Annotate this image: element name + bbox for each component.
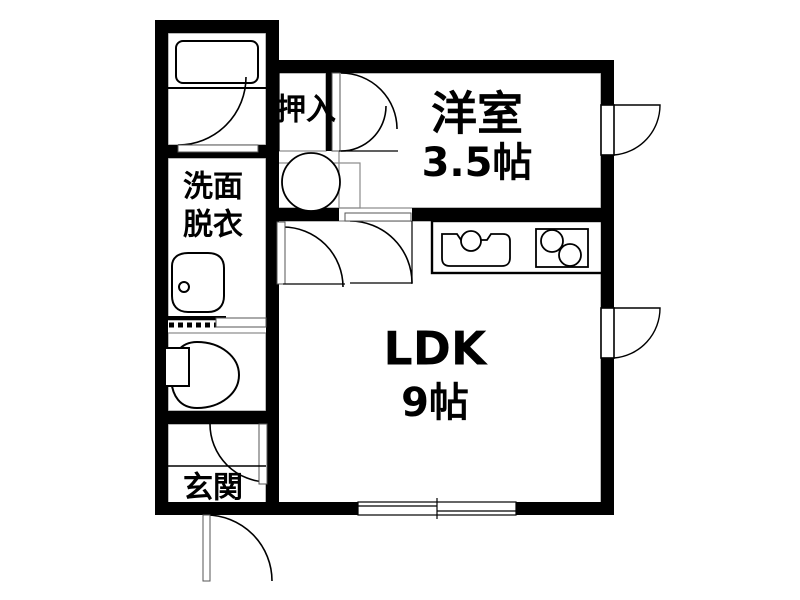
- bedroom-door-panel: [344, 212, 412, 222]
- wall-washroom-east: [266, 145, 279, 221]
- bathtub-icon: [175, 40, 259, 84]
- wall-top-main: [266, 60, 613, 73]
- washroom-sliding-panel: [215, 317, 267, 328]
- room-label-genkan-name: 玄関: [183, 471, 243, 506]
- room-label-bedroom-name: 洋室: [431, 87, 523, 141]
- closet-door-panel: [331, 72, 341, 152]
- washroom-door-panel: [276, 221, 286, 285]
- wall-right-exterior: [601, 60, 614, 515]
- wall-bath-right: [266, 20, 279, 147]
- bedroom-window-frame: [600, 104, 615, 156]
- ldk-east-window-swing: [613, 307, 661, 359]
- room-label-closet-name: 押入: [276, 93, 336, 128]
- genkan-group: [168, 465, 273, 582]
- washbasin-icon: [171, 252, 225, 313]
- toilet-door-panel: [258, 423, 268, 485]
- entry-door-swing: [205, 514, 273, 582]
- closet-group: [278, 72, 398, 152]
- bedroom-door-swing: [349, 220, 413, 284]
- toilet-door-swing: [209, 423, 269, 483]
- room-label-washroom-size: 脱衣: [183, 208, 243, 243]
- windows: [357, 104, 661, 519]
- room-label-ldk-name: LDK: [383, 322, 488, 376]
- washing-machine-icon: [281, 152, 341, 212]
- stove-burner-right-icon: [558, 243, 582, 267]
- room-label-bedroom-size: 3.5帖: [422, 140, 533, 186]
- closet-door-swing-upper: [340, 72, 398, 130]
- washing-machine-group: [281, 152, 341, 212]
- wall-bedroom-south: [412, 208, 614, 221]
- kitchen-group: [430, 219, 604, 275]
- wall-genkan-bottom: [155, 502, 279, 515]
- bedroom-window-swing: [613, 104, 661, 156]
- room-label-ldk-size: 9帖: [401, 380, 469, 426]
- entry-door-panel: [202, 514, 211, 582]
- toilet-group: [164, 340, 269, 485]
- washroom-group: [160, 252, 267, 328]
- ldk-interior-doors: [276, 212, 413, 288]
- wall-left-exterior: [155, 20, 168, 515]
- stove-burner-left-icon: [540, 229, 564, 253]
- wall-top-bath: [155, 20, 279, 33]
- wall-closet-bottom: [266, 208, 339, 221]
- bath-door-swing: [177, 76, 247, 146]
- room-labels: LDK 9帖 洋室 3.5帖 押入 洗面 脱衣 玄関: [183, 87, 532, 506]
- sink-drain-icon: [460, 230, 482, 252]
- washroom-door-swing: [282, 226, 344, 288]
- washbasin-drain-icon: [178, 281, 190, 293]
- toilet-tank-icon: [164, 347, 190, 387]
- bath-door-panel: [177, 144, 259, 153]
- wall-left-column-east: [266, 208, 279, 515]
- bathroom-group: [168, 40, 266, 153]
- wall-toilet-bottom: [155, 411, 279, 424]
- closet-door-swing-lower: [340, 105, 387, 152]
- room-label-washroom-name: 洗面: [183, 170, 243, 205]
- ldk-east-window-frame: [600, 307, 615, 359]
